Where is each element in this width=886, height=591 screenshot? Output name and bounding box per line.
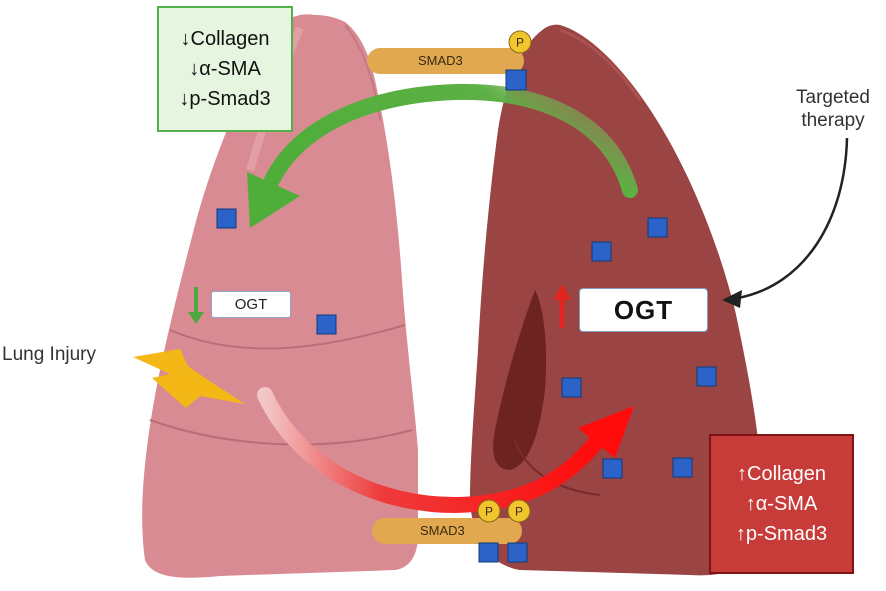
blue-square-icon bbox=[672, 457, 693, 478]
svg-text:P: P bbox=[515, 505, 523, 519]
blue-square-icon bbox=[647, 217, 668, 238]
blue-square-icon bbox=[696, 366, 717, 387]
therapy-line-2: therapy bbox=[801, 110, 865, 131]
ogt-down-arrow bbox=[188, 287, 204, 324]
phospho-icon: P bbox=[508, 30, 532, 54]
blue-square-icon bbox=[316, 314, 337, 335]
blue-square-icon bbox=[507, 542, 528, 563]
red-cycle-arrow bbox=[257, 387, 634, 514]
blue-square-icon bbox=[602, 458, 623, 479]
phospho-icon: P bbox=[477, 499, 501, 523]
blue-square-icon bbox=[505, 69, 527, 91]
blue-square-icon bbox=[216, 208, 237, 229]
marker-line: ↓p-Smad3 bbox=[179, 88, 271, 110]
marker-line: ↑α-SMA bbox=[745, 493, 818, 515]
blue-square-icon bbox=[591, 241, 612, 262]
therapy-arrow bbox=[722, 137, 849, 308]
marker-line: ↑Collagen bbox=[737, 463, 826, 485]
smad3-top-bar bbox=[367, 48, 524, 74]
ogt-label-healthy: OGT bbox=[211, 291, 291, 318]
marker-line: ↓α-SMA bbox=[189, 58, 261, 80]
phospho-icon: P bbox=[507, 499, 531, 523]
marker-line: ↑p-Smad3 bbox=[735, 523, 828, 545]
decrease-markers-box: ↓Collagen ↓α-SMA ↓p-Smad3 bbox=[157, 6, 293, 132]
lightning-icon bbox=[133, 349, 245, 408]
therapy-line-1: Targeted bbox=[796, 87, 870, 108]
marker-line: ↓Collagen bbox=[180, 28, 270, 50]
lung-injury-label: Lung Injury bbox=[2, 344, 97, 365]
smad3-top-label: SMAD3 bbox=[418, 53, 463, 68]
smad3-bottom-bar bbox=[372, 518, 522, 544]
svg-text:P: P bbox=[516, 36, 524, 50]
smad3-bottom-label: SMAD3 bbox=[420, 523, 465, 538]
svg-text:P: P bbox=[485, 505, 493, 519]
targeted-therapy-label: Targeted therapy bbox=[778, 86, 886, 132]
green-cycle-arrow bbox=[247, 83, 638, 228]
blue-square-icon bbox=[478, 542, 499, 563]
ogt-up-arrow bbox=[553, 284, 571, 328]
ogt-label-fibrotic: OGT bbox=[579, 288, 708, 332]
increase-markers-box: ↑Collagen ↑α-SMA ↑p-Smad3 bbox=[709, 434, 854, 574]
blue-square-icon bbox=[561, 377, 582, 398]
